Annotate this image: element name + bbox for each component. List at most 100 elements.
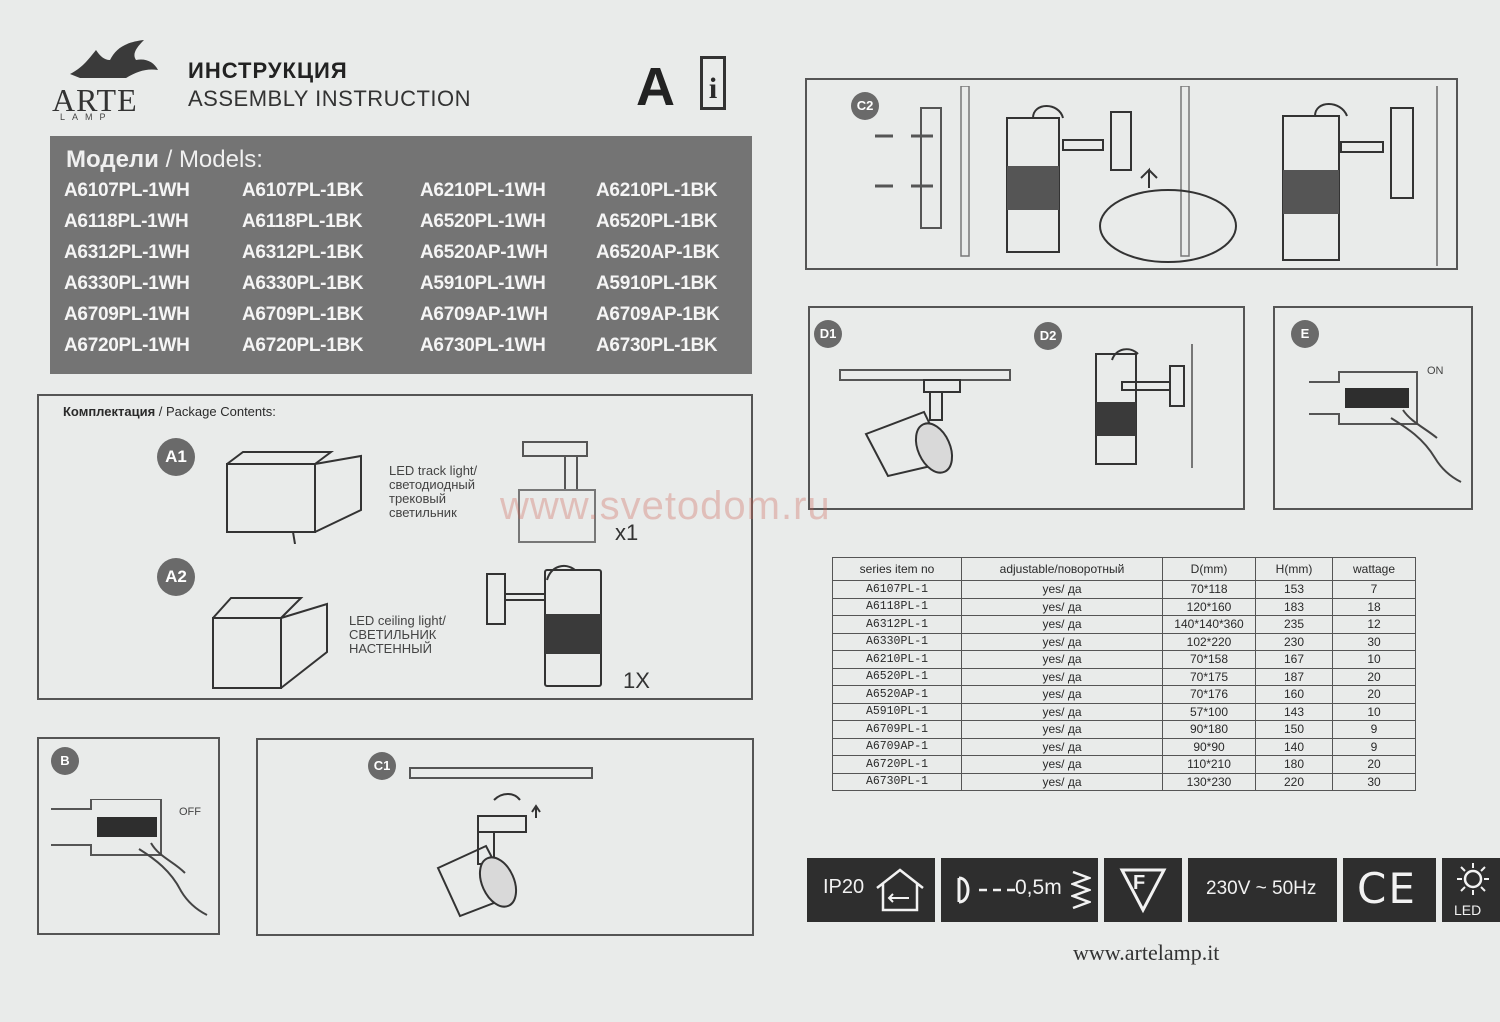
table-cell: A6312PL-1 <box>832 615 962 634</box>
step-d-panel: D1 D2 <box>808 306 1245 510</box>
table-cell: 70*175 <box>1162 667 1256 686</box>
info-icon: i <box>700 56 726 110</box>
table-cell: 187 <box>1255 667 1333 686</box>
model-code: A6520PL-1BK <box>596 211 718 232</box>
breaker-switch-icon <box>1309 371 1418 425</box>
ce-badge: CE <box>1343 858 1436 922</box>
model-code: A6709AP-1BK <box>596 304 720 325</box>
step-b-panel: B OFF <box>37 737 220 935</box>
step-e-panel: E ON <box>1273 306 1473 510</box>
table-cell: A6720PL-1 <box>832 755 962 774</box>
table-cell: 70*118 <box>1162 580 1256 599</box>
table-cell: 57*100 <box>1162 702 1256 721</box>
table-cell: 130*230 <box>1162 772 1256 791</box>
model-code: A6312PL-1BK <box>242 242 364 263</box>
title-en: ASSEMBLY INSTRUCTION <box>188 86 472 111</box>
table-cell: 120*160 <box>1162 597 1256 616</box>
step-c2-panel: C2 <box>805 78 1458 270</box>
table-cell: 30 <box>1332 772 1416 791</box>
table-cell: 9 <box>1332 720 1416 739</box>
model-code: A6330PL-1BK <box>242 273 364 294</box>
table-cell: 30 <box>1332 632 1416 651</box>
table-cell: A6520PL-1 <box>832 667 962 686</box>
table-cell: 90*180 <box>1162 720 1256 739</box>
on-label: ON <box>1427 365 1444 377</box>
ip-rating-badge: IP20 <box>807 858 935 922</box>
package-title-ru: Комплектация <box>63 404 156 419</box>
track-mount-icon <box>409 767 593 918</box>
title-ru: ИНСТРУКЦИЯ <box>188 58 348 83</box>
model-code: A6730PL-1WH <box>420 335 546 356</box>
wall-light-icon <box>486 564 602 687</box>
column-header: series item no <box>832 557 962 581</box>
step-e-marker: E <box>1291 320 1319 348</box>
table-cell: 90*90 <box>1162 737 1256 756</box>
model-code: A6520PL-1WH <box>420 211 546 232</box>
led-label: LED <box>1454 902 1482 918</box>
table-cell: 167 <box>1255 650 1333 669</box>
breaker-switch-icon <box>51 799 162 856</box>
package-contents: Комплектация / Package Contents: A1 LED … <box>37 394 753 700</box>
triangle-f-icon <box>1119 868 1167 914</box>
track-light-installed-icon <box>839 369 1011 478</box>
ce-mark-label: CE <box>1357 864 1417 913</box>
table-cell: yes/ да <box>961 650 1163 669</box>
table-cell: yes/ да <box>961 632 1163 651</box>
table-cell: yes/ да <box>961 685 1163 704</box>
table-cell: 153 <box>1255 580 1333 599</box>
table-cell: 110*210 <box>1162 755 1256 774</box>
spec-table: series item no adjustable/поворотный D(m… <box>832 557 1416 791</box>
f-mark-badge: F <box>1104 858 1182 922</box>
table-cell: 183 <box>1255 597 1333 616</box>
distance-label: 0,5m <box>1015 876 1062 899</box>
table-cell: 9 <box>1332 737 1416 756</box>
step-c1-panel: C1 <box>256 738 754 936</box>
table-cell: 220 <box>1255 772 1333 791</box>
table-cell: A6210PL-1 <box>832 650 962 669</box>
table-cell: 10 <box>1332 702 1416 721</box>
model-code: A5910PL-1BK <box>596 273 718 294</box>
table-cell: yes/ да <box>961 702 1163 721</box>
table-cell: yes/ да <box>961 580 1163 599</box>
table-cell: A6709PL-1 <box>832 720 962 739</box>
step-b-marker: B <box>51 747 79 775</box>
step-c1-marker: C1 <box>368 752 396 780</box>
model-code: A5910PL-1WH <box>420 273 546 294</box>
sun-icon <box>1457 863 1489 895</box>
model-code: A6118PL-1BK <box>242 211 363 232</box>
table-cell: 7 <box>1332 580 1416 599</box>
step-d2-marker: D2 <box>1034 322 1062 350</box>
table-cell: A6520AP-1 <box>832 685 962 704</box>
models-heading: Модели / Models: <box>66 146 263 173</box>
model-code: A6730PL-1BK <box>596 335 718 356</box>
led-badge: LED <box>1442 858 1500 922</box>
model-code: A6709PL-1BK <box>242 304 364 325</box>
voltage-label: 230V ~ 50Hz <box>1206 878 1317 899</box>
table-cell: yes/ да <box>961 667 1163 686</box>
model-code: A6107PL-1WH <box>64 180 190 201</box>
distance-badge: 0,5m <box>941 858 1098 922</box>
wall-mount-diagram <box>875 86 1438 266</box>
table-header-row: series item no adjustable/поворотный D(m… <box>832 557 1416 581</box>
step-a2-quantity: 1X <box>623 668 650 693</box>
model-code: A6720PL-1BK <box>242 335 364 356</box>
model-code: A6210PL-1WH <box>420 180 546 201</box>
table-cell: 70*158 <box>1162 650 1256 669</box>
website-link[interactable]: www.artelamp.it <box>1073 940 1220 965</box>
lamp-distance-icon <box>957 876 1015 904</box>
step-d1-marker: D1 <box>814 320 842 348</box>
table-cell: 180 <box>1255 755 1333 774</box>
table-cell: 140*140*360 <box>1162 615 1256 634</box>
box-icon <box>212 597 328 689</box>
table-cell: 140 <box>1255 737 1333 756</box>
